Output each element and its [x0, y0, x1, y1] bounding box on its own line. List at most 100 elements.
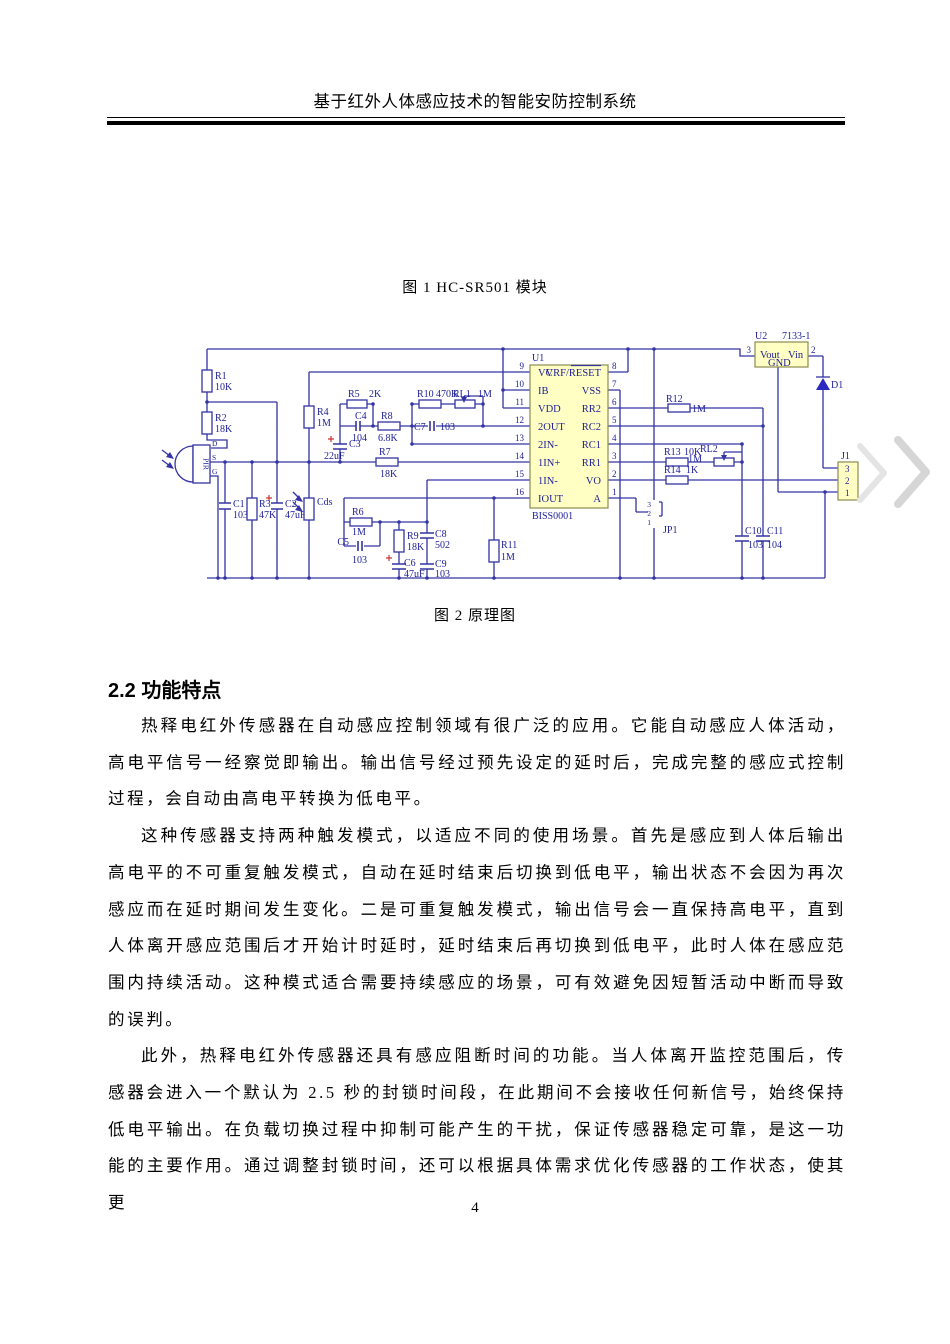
- capacitor-c6: C6 47uF: [404, 558, 425, 580]
- header-title: 基于红外人体感应技术的智能安防控制系统: [313, 92, 637, 111]
- diode-d1: D1: [816, 376, 843, 391]
- svg-text:3: 3: [747, 345, 752, 355]
- svg-text:2K: 2K: [369, 389, 382, 400]
- svg-text:18K: 18K: [407, 542, 425, 553]
- svg-text:VRF/RESET: VRF/RESET: [546, 368, 602, 379]
- potentiometer-rl2: RL2 1M: [688, 444, 735, 467]
- svg-text:22uF: 22uF: [324, 451, 345, 462]
- u1-ref: U1: [532, 353, 544, 364]
- svg-text:C8: C8: [435, 529, 447, 540]
- svg-text:R8: R8: [381, 411, 393, 422]
- pir-label: PIR: [202, 458, 211, 470]
- svg-text:103: 103: [352, 555, 367, 566]
- svg-text:8: 8: [612, 361, 617, 371]
- figure1-caption: 图 1 HC-SR501 模块: [402, 280, 548, 296]
- svg-text:R7: R7: [379, 447, 391, 458]
- paragraph-3: 此外，热释电红外传感器还具有感应阻断时间的功能。当人体离开监控范围后，传感器会进…: [108, 1046, 846, 1213]
- resistor-r10: R10 470K: [417, 389, 459, 409]
- svg-text:12: 12: [515, 415, 524, 425]
- capacitor-c1: C1 103: [233, 499, 248, 521]
- svg-text:VDD: VDD: [538, 404, 561, 415]
- polarity-marks: [266, 436, 392, 561]
- u2-part: 7133-1: [782, 331, 810, 342]
- capacitor-c3: C3 22uF: [324, 439, 361, 462]
- svg-text:J1: J1: [841, 451, 850, 462]
- svg-text:VO: VO: [586, 476, 602, 487]
- svg-text:R3: R3: [259, 499, 271, 510]
- section-heading: 2.2 功能特点: [108, 680, 222, 702]
- svg-text:1M: 1M: [688, 454, 702, 465]
- svg-text:11: 11: [515, 397, 524, 407]
- jumper-jp1: 3 2 1 JP1: [647, 500, 677, 536]
- resistor-r4: R4 1M: [303, 405, 331, 429]
- svg-text:4: 4: [612, 433, 617, 443]
- svg-text:A: A: [593, 494, 601, 505]
- svg-text:6: 6: [612, 397, 617, 407]
- pir-pin-d: D: [212, 439, 218, 448]
- svg-text:2IN-: 2IN-: [538, 440, 558, 451]
- capacitor-c10: C10 103: [745, 526, 763, 551]
- svg-text:IOUT: IOUT: [538, 494, 564, 505]
- svg-text:D1: D1: [831, 380, 843, 391]
- resistor-r2: R2 18K: [201, 411, 233, 435]
- capacitor-c2: C2 47uF: [285, 499, 306, 521]
- svg-text:5: 5: [612, 415, 617, 425]
- capacitor-c4: C4 104: [352, 411, 367, 444]
- ic-u1: U1 BISS0001 VC IB VDD 2OUT 2IN- 1IN+ 1IN…: [515, 353, 617, 522]
- svg-text:1M: 1M: [317, 418, 331, 429]
- svg-text:Vout: Vout: [760, 350, 780, 361]
- svg-text:R10: R10: [417, 389, 434, 400]
- header-rule-thin: [107, 117, 845, 118]
- svg-text:103: 103: [233, 510, 248, 521]
- figure2-caption: 图 2 原理图: [433, 608, 516, 624]
- connector-j1: J1 3 2 1: [837, 451, 859, 501]
- svg-text:1M: 1M: [501, 552, 515, 563]
- svg-text:RL1: RL1: [453, 389, 471, 400]
- svg-text:R11: R11: [501, 540, 517, 551]
- capacitor-c7: C7 103: [414, 422, 455, 433]
- next-page-chevron-icon[interactable]: [857, 436, 930, 508]
- svg-text:2: 2: [845, 476, 850, 486]
- pir-sensor: PIR D S G: [161, 439, 218, 484]
- svg-text:103: 103: [440, 422, 455, 433]
- body-text: 热释电红外传感器在自动感应控制领域有很广泛的应用。它能自动感应人体活动，高电平信…: [108, 708, 846, 1222]
- pir-pin-g: G: [212, 467, 218, 476]
- svg-text:16: 16: [515, 487, 525, 497]
- capacitor-c11: C11 104: [767, 526, 783, 551]
- resistor-r12: R12 1M: [666, 394, 706, 415]
- svg-text:R9: R9: [407, 531, 419, 542]
- svg-text:IB: IB: [538, 386, 549, 397]
- svg-text:C9: C9: [435, 559, 447, 570]
- svg-text:1: 1: [647, 518, 651, 527]
- resistor-r1: R1 10K: [201, 369, 233, 393]
- svg-text:GND: GND: [768, 358, 791, 369]
- svg-text:1M: 1M: [352, 527, 366, 538]
- svg-text:R13: R13: [664, 447, 681, 458]
- svg-text:1K: 1K: [686, 465, 699, 476]
- svg-text:R4: R4: [317, 407, 329, 418]
- svg-text:R14: R14: [664, 465, 681, 476]
- photoresistor-cds: Cds: [292, 491, 333, 521]
- resistor-r3: R3 47K: [246, 497, 277, 521]
- svg-text:15: 15: [515, 469, 525, 479]
- page-number: 4: [471, 1200, 479, 1216]
- svg-text:C3: C3: [349, 439, 361, 450]
- svg-text:470K: 470K: [436, 389, 459, 400]
- paragraph-1: 热释电红外传感器在自动感应控制领域有很广泛的应用。它能自动感应人体活动，高电平信…: [108, 716, 846, 809]
- svg-text:103: 103: [435, 569, 450, 580]
- svg-text:RC1: RC1: [582, 440, 601, 451]
- svg-text:1: 1: [612, 487, 617, 497]
- svg-text:VC: VC: [538, 368, 553, 379]
- svg-text:3: 3: [845, 464, 850, 474]
- regulator-u2: U2 7133-1 3 2 Vout Vin GND: [747, 331, 816, 369]
- svg-text:3: 3: [647, 500, 651, 509]
- svg-text:9: 9: [520, 361, 525, 371]
- resistor-r6: R6 1M: [349, 507, 373, 538]
- svg-text:R5: R5: [348, 389, 360, 400]
- svg-text:104: 104: [767, 540, 782, 551]
- resistor-r13: R13 10K: [664, 447, 702, 467]
- resistor-r9: R9 18K: [393, 529, 425, 553]
- resistor-r11: R11 1M: [488, 539, 517, 563]
- resistor-r7: R7 18K: [375, 447, 399, 480]
